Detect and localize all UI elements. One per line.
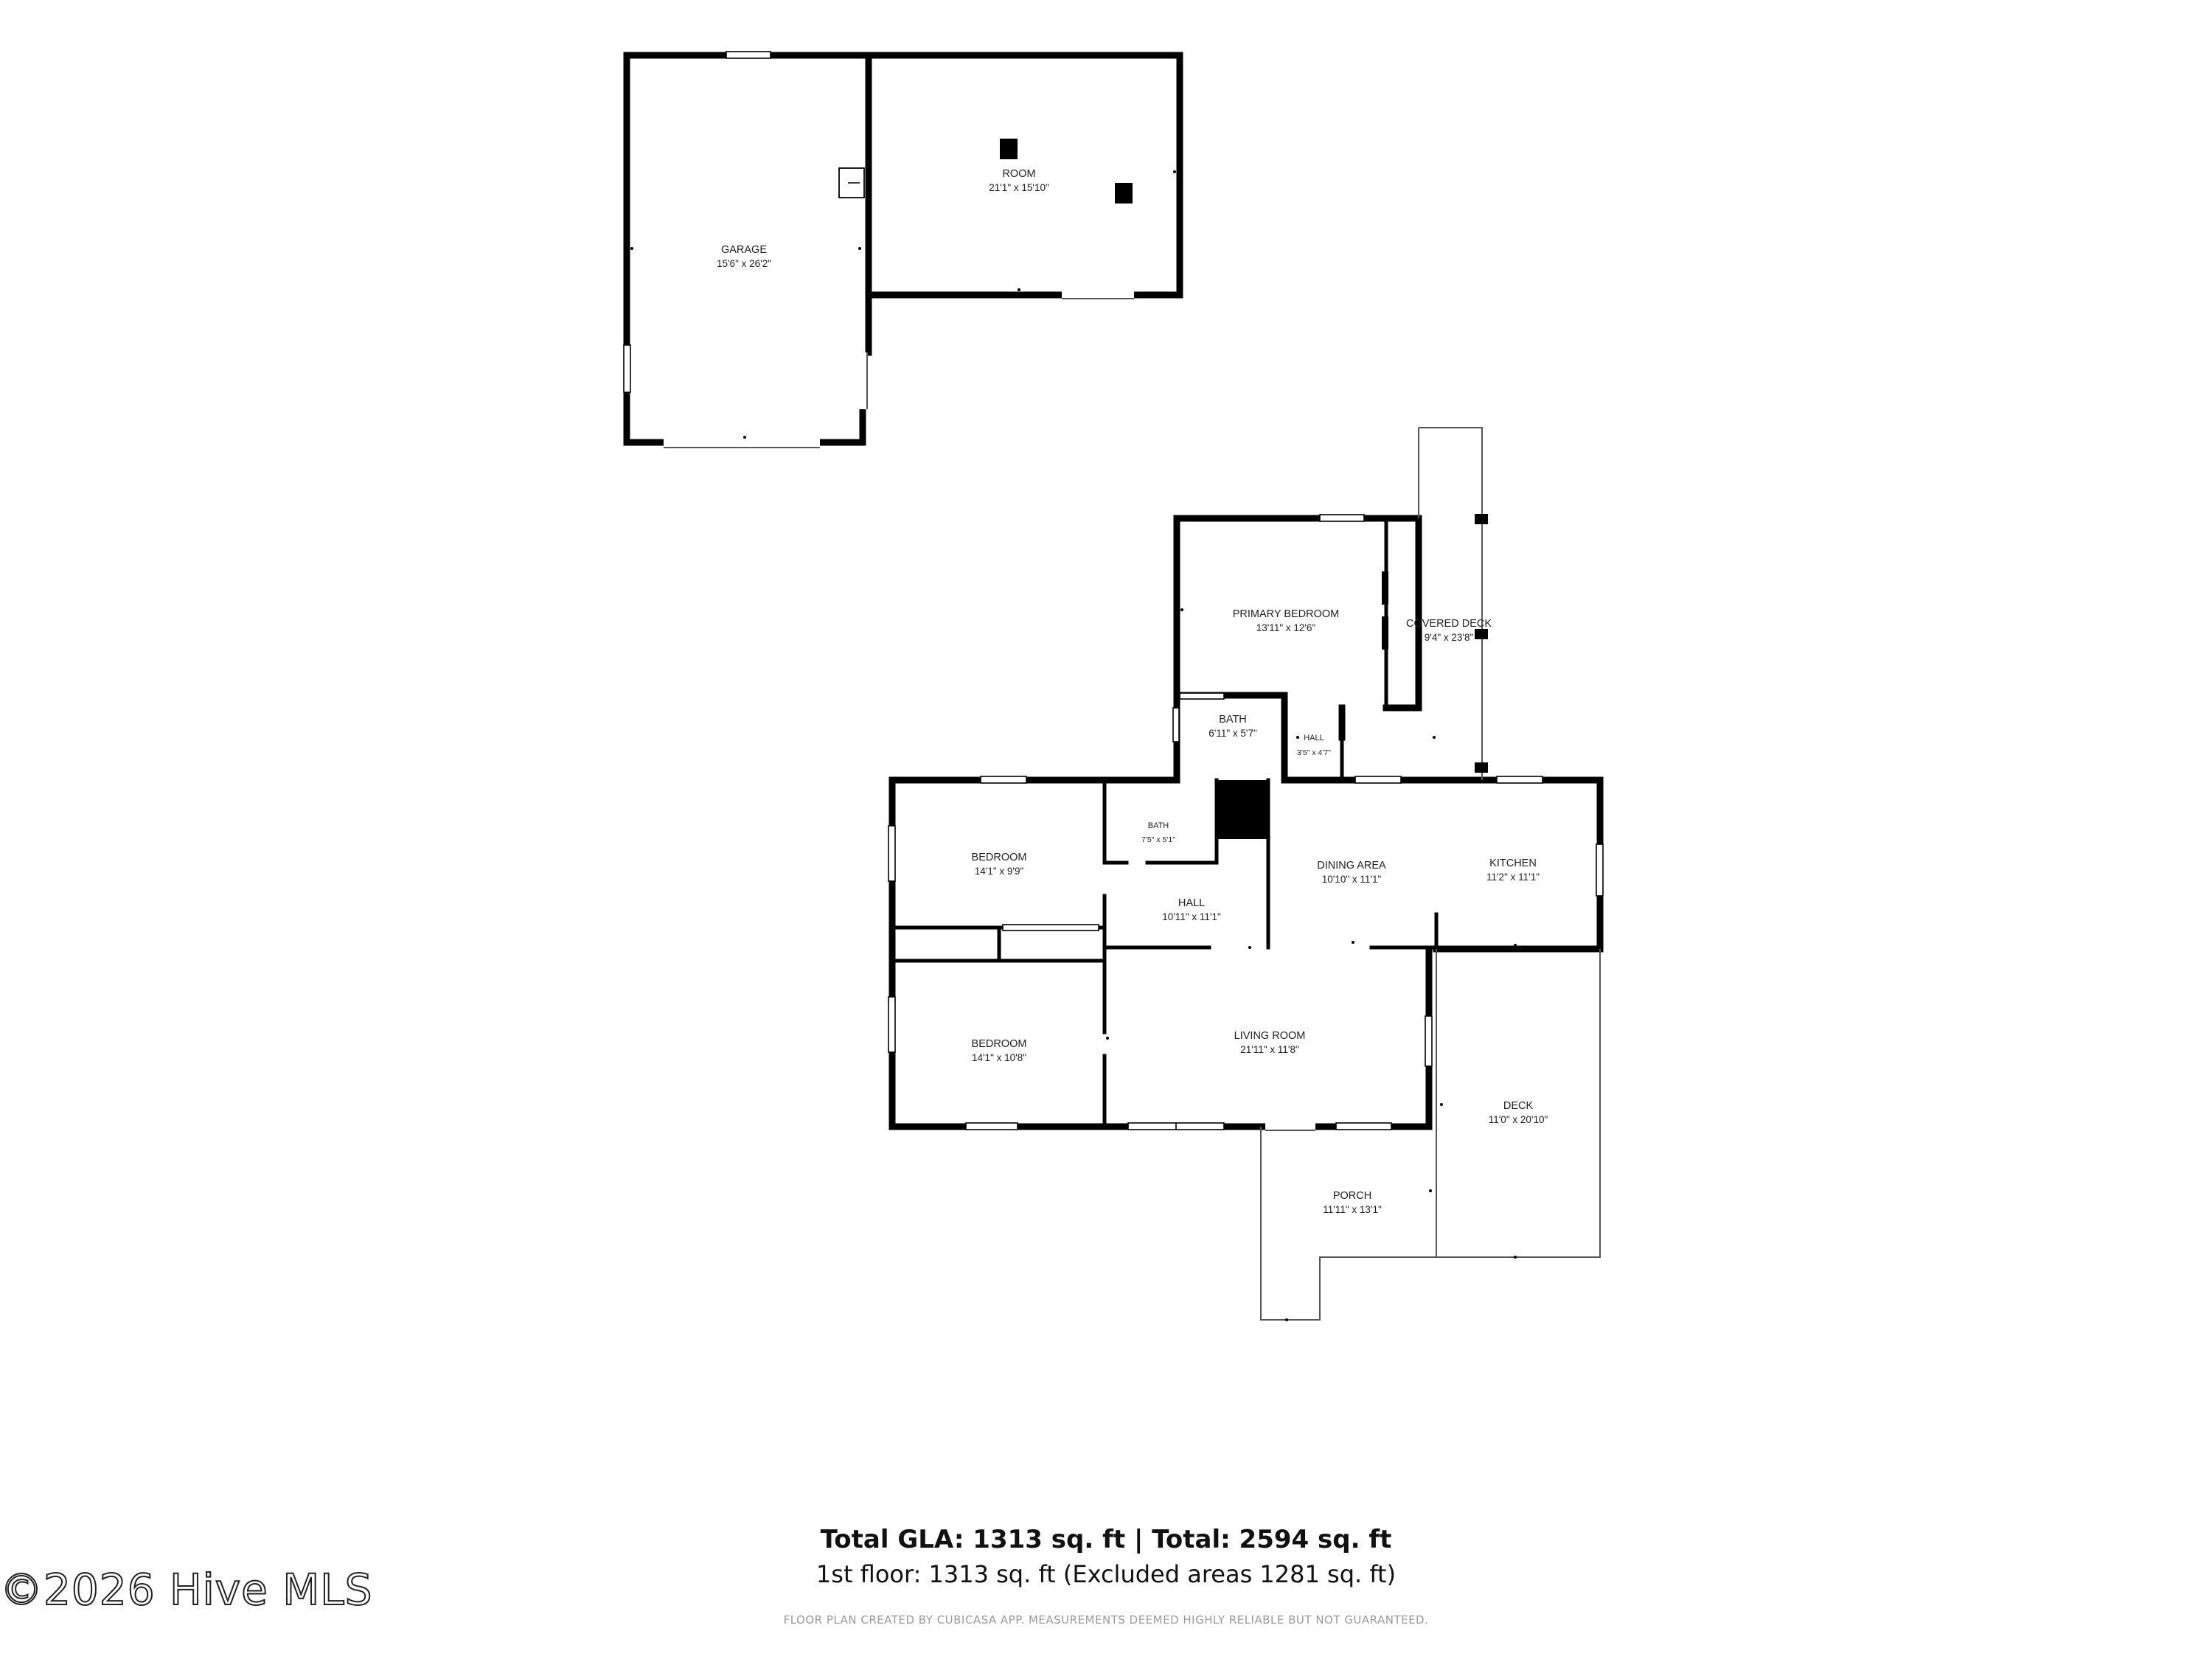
room-name-hall-small: HALL [1304, 734, 1324, 742]
room-name-bath-2: BATH [1148, 821, 1169, 830]
room-name-kitchen: KITCHEN [1489, 858, 1537, 869]
room-labels: GARAGE 15'6" x 26'2" ROOM 21'1" x 15'10"… [717, 168, 1548, 1215]
room-dims-primary-bedroom: 13'11" x 12'6" [1256, 622, 1316, 633]
room-name-porch: PORCH [1333, 1190, 1371, 1202]
room-name-room: ROOM [1002, 168, 1035, 180]
room-name-living-room: LIVING ROOM [1234, 1030, 1306, 1042]
room-name-covered-deck: COVERED DECK [1406, 618, 1492, 630]
room-dims-garage: 15'6" x 26'2" [717, 258, 771, 269]
main-house [888, 427, 1604, 1321]
room-name-bedroom-2: BEDROOM [972, 1038, 1027, 1050]
room-name-bath-primary: BATH [1219, 714, 1247, 726]
room-dims-hall: 10'11" x 11'1" [1162, 911, 1221, 922]
copyright-watermark: ©2026 Hive MLS [0, 1564, 373, 1615]
room-dims-room: 21'1" x 15'10" [989, 182, 1049, 193]
room-dims-covered-deck: 9'4" x 23'8" [1425, 632, 1474, 643]
room-name-garage: GARAGE [721, 244, 767, 256]
disclaimer-text: FLOOR PLAN CREATED BY CUBICASA APP. MEAS… [783, 1613, 1429, 1627]
room-dims-hall-small: 3'5" x 4'7" [1297, 748, 1331, 757]
room-dims-porch: 11'11" x 13'1" [1323, 1204, 1382, 1215]
room-dims-kitchen: 11'2" x 11'1" [1486, 872, 1540, 883]
room-dims-bedroom-1: 14'1" x 9'9" [975, 866, 1024, 877]
room-dims-deck: 11'0" x 20'10" [1489, 1114, 1548, 1125]
room-name-bedroom-1: BEDROOM [972, 852, 1027, 863]
room-dims-living-room: 21'11" x 11'8" [1240, 1044, 1299, 1055]
room-dims-bath-primary: 6'11" x 5'7" [1208, 728, 1257, 739]
detached-building [623, 51, 1183, 448]
room-dims-dining-area: 10'10" x 11'1" [1322, 874, 1382, 885]
room-dims-bath-2: 7'5" x 5'1" [1141, 835, 1175, 844]
room-name-dining-area: DINING AREA [1317, 860, 1386, 872]
floor-area-detail: 1st floor: 1313 sq. ft (Excluded areas 1… [815, 1560, 1397, 1588]
room-name-primary-bedroom: PRIMARY BEDROOM [1233, 608, 1340, 620]
room-name-deck: DECK [1503, 1100, 1534, 1112]
total-area-summary: Total GLA: 1313 sq. ft | Total: 2594 sq.… [820, 1525, 1392, 1554]
room-name-hall: HALL [1178, 897, 1205, 909]
room-dims-bedroom-2: 14'1" x 10'8" [972, 1052, 1026, 1063]
